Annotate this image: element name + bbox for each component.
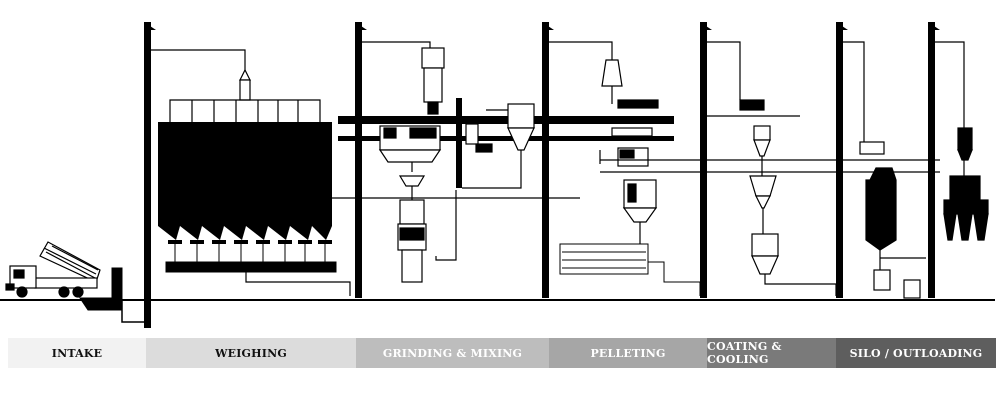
hammer-mill-icon [362, 41, 445, 172]
finished-silo-icon [843, 41, 926, 299]
pellet-mill-icon [549, 41, 940, 173]
silo-bins-block-icon [158, 122, 332, 244]
cooler-icon [622, 179, 658, 244]
coater-icon [705, 41, 837, 296]
ingredient-bins-icon [151, 49, 321, 122]
stage-label-pelleting: PELLETING [549, 338, 707, 368]
cyclone-icon [462, 103, 535, 189]
intake-pit-icon [79, 267, 123, 311]
mixer-icon [332, 175, 580, 283]
outloading-bins-icon [935, 41, 989, 241]
stage-label-coating-cooling: COATING & COOLING [707, 338, 836, 368]
stage-label-intake: INTAKE [8, 338, 146, 368]
bucket-elevator-1-icon [144, 22, 156, 328]
weigh-conveyor-icon [165, 244, 351, 296]
bucket-elevator-2-icon [355, 22, 367, 298]
stage-label-grinding-mixing: GRINDING & MIXING [356, 338, 549, 368]
dump-truck-icon [5, 241, 101, 298]
intake-conveyor-line [121, 300, 146, 323]
crumbler-icon [559, 243, 701, 296]
horizontal-platforms-icon [338, 98, 674, 188]
bucket-elevator-3-icon [542, 22, 554, 298]
stage-label-weighing: WEIGHING [146, 338, 356, 368]
stage-label-silo-outloading: SILO / OUTLOADING [836, 338, 996, 368]
